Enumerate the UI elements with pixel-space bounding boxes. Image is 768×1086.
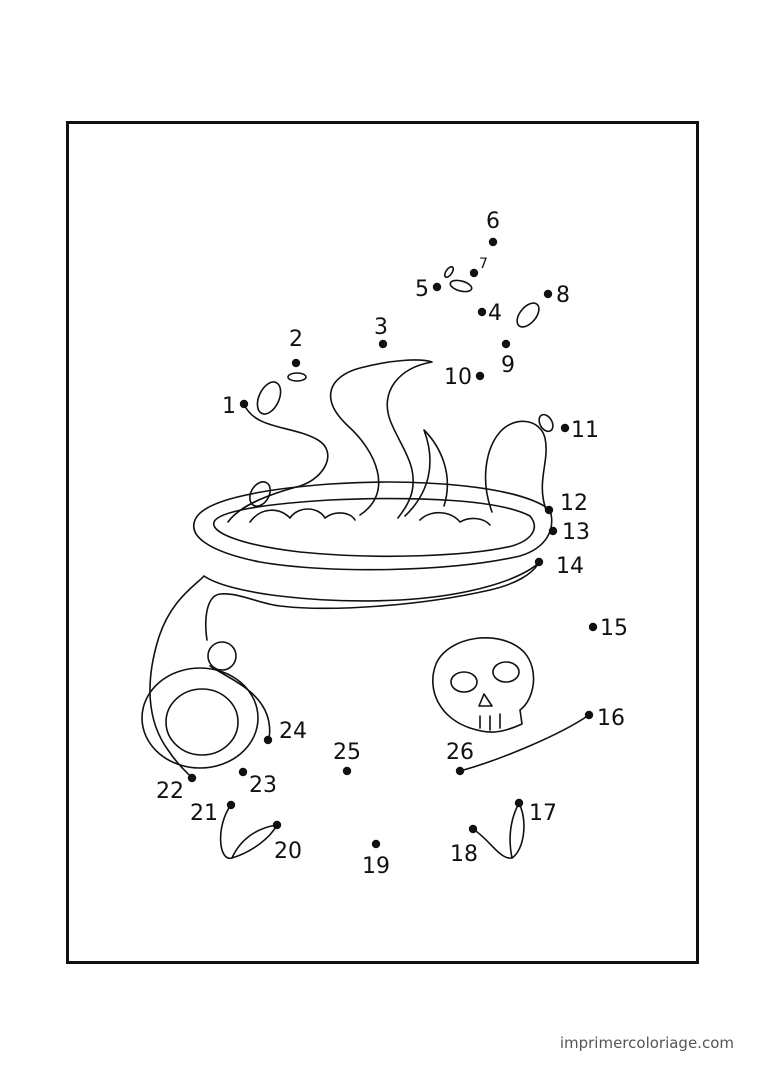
cauldron-bubble — [249, 481, 271, 507]
dot-25 — [342, 766, 352, 776]
dot-label-21: 21 — [190, 801, 218, 826]
steam-drop-4 — [449, 279, 473, 293]
cauldron-body — [149, 561, 541, 779]
steam-drop-3 — [443, 265, 455, 279]
leg-right-inner — [509, 802, 520, 859]
dot-label-6: 6 — [486, 209, 500, 234]
dot-13 — [548, 526, 558, 536]
dot-label-9: 9 — [501, 353, 515, 378]
dot-19 — [371, 839, 381, 849]
line-16-26 — [459, 714, 590, 772]
leg-left — [219, 804, 278, 859]
steam-wisp-middle — [329, 359, 433, 519]
dot-label-26: 26 — [446, 740, 474, 765]
dot-16 — [584, 710, 594, 720]
skull-eye-right — [492, 661, 520, 683]
brew-bubbles — [249, 508, 491, 526]
dot-label-13: 13 — [562, 520, 590, 545]
cauldron-line-art — [141, 265, 590, 859]
dot-label-11: 11 — [571, 418, 599, 443]
bottle-body-outer — [141, 667, 259, 769]
bottle-body-inner — [165, 688, 239, 756]
dot-10 — [475, 371, 485, 381]
steam-wisp-right — [484, 420, 547, 513]
dot-label-1: 1 — [222, 394, 236, 419]
dot-4 — [477, 307, 487, 317]
cauldron-rim-inner — [213, 497, 536, 558]
steam-drop-1 — [256, 381, 282, 415]
dot-label-12: 12 — [560, 491, 588, 516]
dot-label-5: 5 — [415, 277, 429, 302]
cauldron-rim-outer — [193, 481, 553, 571]
worksheet-frame — [66, 121, 699, 964]
dot-14 — [534, 557, 544, 567]
dot-label-15: 15 — [600, 616, 628, 641]
dot-label-20: 20 — [274, 839, 302, 864]
dot-label-23: 23 — [249, 773, 277, 798]
dot-label-25: 25 — [333, 740, 361, 765]
dot-8 — [543, 289, 553, 299]
bottle-neck — [209, 665, 271, 741]
steam-wisp-inner — [404, 429, 449, 517]
dot-18 — [468, 824, 478, 834]
steam-wisp-left — [227, 403, 329, 523]
dot-7 — [469, 268, 479, 278]
steam-drop-5 — [516, 302, 540, 328]
dot-label-4: 4 — [488, 301, 502, 326]
dot-20 — [272, 820, 282, 830]
dot-24 — [263, 735, 273, 745]
dot-label-22: 22 — [156, 779, 184, 804]
skull-nose — [478, 693, 493, 707]
dot-label-19: 19 — [362, 854, 390, 879]
dot-21 — [226, 800, 236, 810]
dot-3 — [378, 339, 388, 349]
dot-22 — [187, 773, 197, 783]
site-watermark: imprimercoloriage.com — [559, 1034, 734, 1052]
dot-5 — [432, 282, 442, 292]
dot-label-14: 14 — [556, 554, 584, 579]
dot-26 — [455, 766, 465, 776]
dot-label-7: 7 — [479, 256, 488, 272]
dot-label-2: 2 — [289, 327, 303, 352]
skull-teeth — [479, 713, 501, 731]
dot-label-8: 8 — [556, 283, 570, 308]
dot-label-3: 3 — [374, 315, 388, 340]
dot-label-17: 17 — [529, 801, 557, 826]
steam-drop-2 — [287, 372, 307, 382]
dot-11 — [560, 423, 570, 433]
leg-right — [472, 802, 525, 859]
bottle-stopper — [207, 641, 237, 671]
dot-6 — [488, 237, 498, 247]
dot-23 — [238, 767, 248, 777]
dot-9 — [501, 339, 511, 349]
skull-outline — [432, 637, 535, 733]
cauldron-band — [204, 563, 539, 641]
dot-label-18: 18 — [450, 842, 478, 867]
leg-left-inner — [231, 824, 278, 859]
steam-drop-6 — [538, 413, 554, 433]
dot-label-16: 16 — [597, 706, 625, 731]
dot-label-10: 10 — [444, 365, 472, 390]
dot-1 — [239, 399, 249, 409]
dot-17 — [514, 798, 524, 808]
dot-15 — [588, 622, 598, 632]
dot-label-24: 24 — [279, 719, 307, 744]
dot-12 — [544, 505, 554, 515]
skull-eye-left — [450, 671, 478, 693]
dot-2 — [291, 358, 301, 368]
